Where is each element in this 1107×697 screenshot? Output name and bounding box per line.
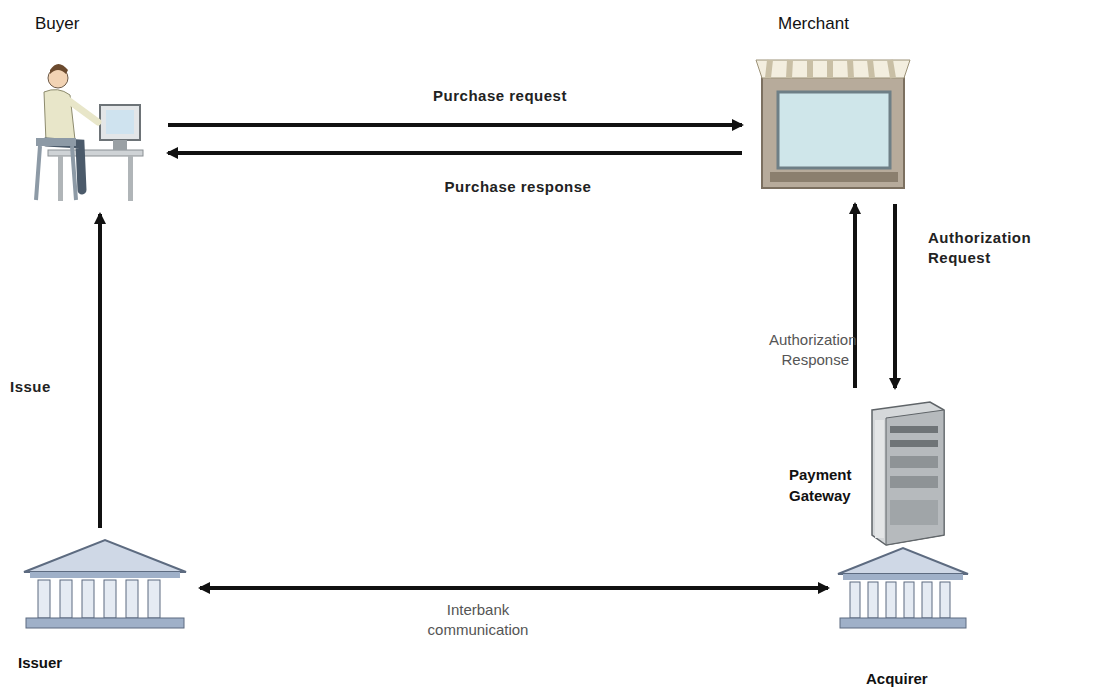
arrow-connector bbox=[893, 204, 897, 388]
arrow-connector bbox=[98, 214, 102, 528]
bank-icon bbox=[24, 540, 186, 628]
edge-label: Interbank communication bbox=[423, 600, 533, 641]
edge-label: Purchase request bbox=[433, 87, 567, 104]
gateway-node: Payment Gateway bbox=[785, 396, 945, 546]
bank-icon bbox=[838, 548, 968, 628]
arrow-connector bbox=[200, 586, 828, 590]
merchant-node: Merchant bbox=[750, 8, 912, 196]
node-label: Payment Gateway bbox=[789, 464, 867, 506]
edge-label: Authorization Response bbox=[769, 330, 849, 371]
buyer-node: Buyer bbox=[25, 8, 160, 206]
node-label: Issuer bbox=[18, 654, 62, 671]
server-icon bbox=[872, 402, 944, 545]
node-label: Merchant bbox=[778, 14, 849, 34]
acquirer-node: Acquirer bbox=[836, 546, 970, 694]
arrow-connector bbox=[853, 204, 857, 388]
edge-label: Authorization Request bbox=[928, 228, 1048, 269]
edge-label: Issue bbox=[10, 378, 51, 395]
node-label: Buyer bbox=[35, 14, 79, 34]
arrow-connector bbox=[168, 151, 742, 155]
arrow-connector bbox=[168, 123, 742, 127]
issuer-node: Issuer bbox=[10, 536, 192, 688]
node-label: Acquirer bbox=[866, 670, 928, 687]
buyer-icon bbox=[36, 64, 143, 201]
shop-icon bbox=[756, 60, 910, 188]
edge-label: Purchase response bbox=[445, 178, 592, 195]
